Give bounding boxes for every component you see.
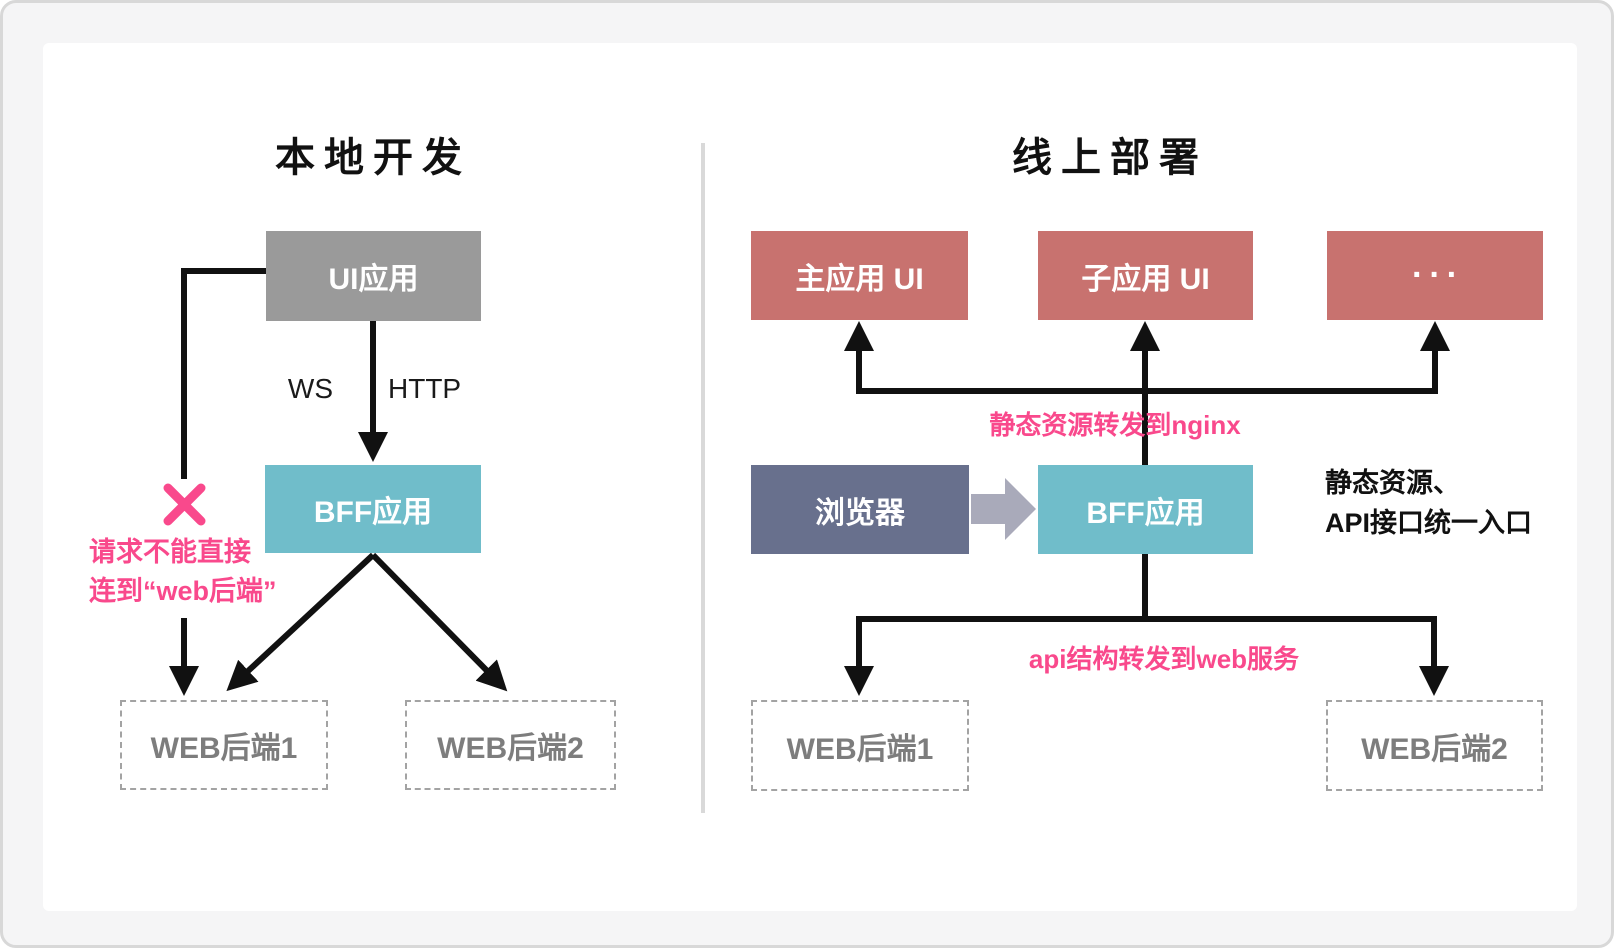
- nginx-forward-note: 静态资源转发到nginx: [989, 410, 1241, 440]
- web-backend1-box-right: WEB后端1: [751, 700, 969, 791]
- diagram-card: 本地开发 UI应用 WS HTTP BFF应用 请求不能直接 连到“web后端”…: [43, 43, 1577, 911]
- ui-left-elbow-line: [181, 268, 266, 479]
- unified-entry-note: 静态资源、 API接口统一入口: [1325, 463, 1532, 543]
- bff-app-box-right: BFF应用: [1038, 465, 1253, 554]
- section-divider: [701, 143, 705, 813]
- blocked-request-note: 请求不能直接 连到“web后端”: [89, 533, 277, 611]
- connector-lines: [163, 268, 1450, 696]
- blocked-request-note-line2: 连到“web后端”: [89, 576, 277, 606]
- api-forward-note: api结构转发到web服务: [1028, 644, 1300, 674]
- forbidden-x-icon: [163, 483, 206, 526]
- http-protocol-label: HTTP: [388, 373, 462, 404]
- main-ui-app-box: 主应用 UI: [751, 231, 968, 320]
- unified-entry-note-line2: API接口统一入口: [1325, 508, 1533, 538]
- browser-box: 浏览器: [751, 465, 969, 554]
- web-backend2-box-left: WEB后端2: [405, 700, 616, 790]
- blocked-request-note-line1: 请求不能直接: [89, 537, 251, 567]
- web-backend2-box-right: WEB后端2: [1326, 700, 1543, 791]
- right-section-title: 线上部署: [1012, 136, 1208, 180]
- bff-to-backend2-arrow: [370, 552, 508, 692]
- more-ui-apps-box: ···: [1327, 231, 1543, 320]
- left-section-title: 本地开发: [275, 136, 471, 180]
- ui-app-box: UI应用: [266, 231, 481, 321]
- ws-protocol-label: WS: [287, 373, 333, 404]
- bff-to-backend1-arrow: [226, 552, 376, 692]
- sub-ui-app-box: 子应用 UI: [1038, 231, 1253, 320]
- unified-entry-note-line1: 静态资源、: [1325, 468, 1460, 498]
- web-backend1-box-left: WEB后端1: [120, 700, 328, 790]
- bff-app-box-left: BFF应用: [265, 465, 481, 553]
- browser-to-bff-block-arrow-icon: [971, 478, 1036, 540]
